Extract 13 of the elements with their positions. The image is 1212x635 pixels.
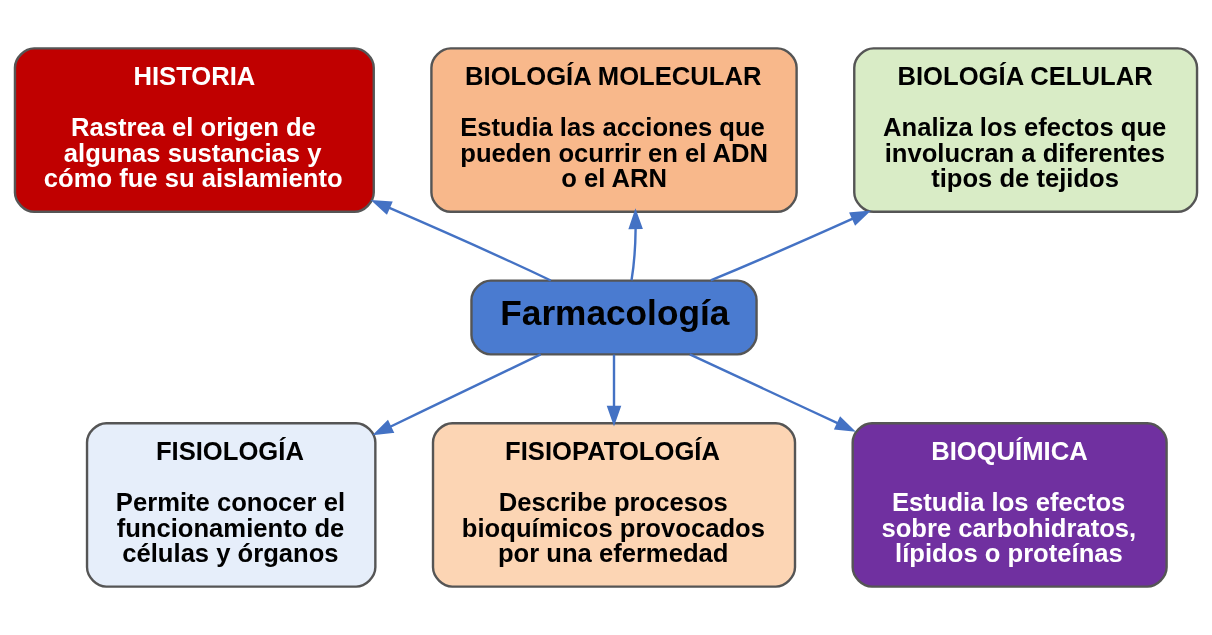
- arrow: [710, 210, 872, 282]
- node-box: BIOLOGÍA CELULAR Analiza los efectos que involucran a diferentes tipos de tejidos: [853, 47, 1199, 213]
- node-box: BIOQUÍMICA Estudia los efectos sobre carbohidratos, lípidos o proteínas: [851, 422, 1168, 588]
- arrow: [689, 353, 856, 432]
- node-box: Farmacología: [470, 279, 758, 356]
- arrow: [628, 208, 643, 281]
- node-box: BIOLOGÍA MOLECULAR Estudia las acciones que pueden ocurrir en el ADN o el ARN: [430, 47, 798, 213]
- node-box: HISTORIA Rastrea el origen de algunas sustancias y cómo fue su aislamiento: [13, 47, 375, 213]
- arrow: [370, 199, 552, 282]
- node-box: FISIOPATOLOGÍA Describe procesos bioquímicos provocados por una efermedad: [431, 422, 797, 588]
- node-box: FISIOLOGÍA Permite conocer el funcionamiento de células y órganos: [85, 422, 377, 588]
- arrow: [606, 354, 622, 427]
- arrow: [372, 353, 542, 436]
